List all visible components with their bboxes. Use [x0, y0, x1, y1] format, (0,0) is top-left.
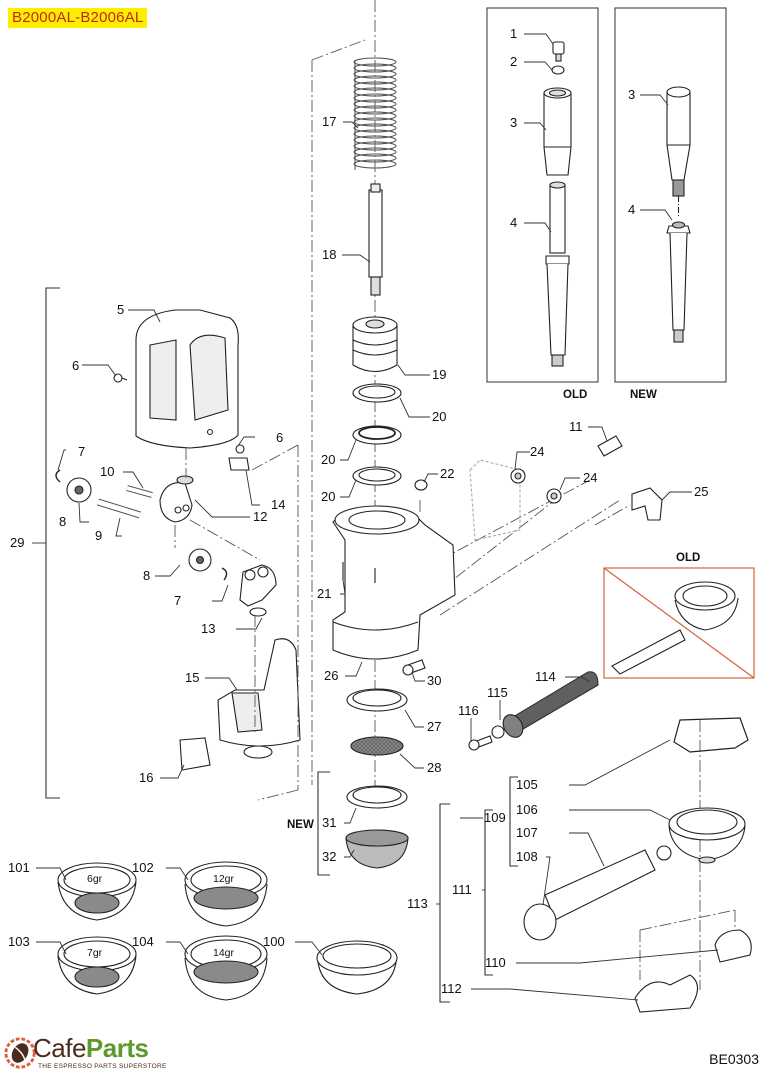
- brand-logo-text: CafeParts: [33, 1033, 149, 1063]
- basket-capacity: 7gr: [87, 947, 103, 959]
- new-lever-label: NEW: [630, 389, 657, 401]
- part-number-label: 24: [583, 470, 597, 485]
- part-number-label: 22: [440, 466, 454, 481]
- old-portafilter-label: OLD: [676, 552, 700, 564]
- brand-tagline: THE ESPRESSO PARTS SUPERSTORE: [38, 1063, 167, 1070]
- part-number-label: 105: [516, 777, 538, 792]
- part-19-piston: [352, 316, 398, 373]
- part-number-label: 9: [95, 528, 102, 543]
- part-number-label: 6: [276, 430, 283, 445]
- part-number-label: 115: [487, 685, 508, 700]
- filter-basket-103: [57, 936, 137, 995]
- part-number-label: 111: [452, 882, 472, 897]
- part-number-label: 27: [427, 719, 441, 734]
- part-number-label: 16: [139, 770, 153, 785]
- part-label: 3: [510, 115, 517, 130]
- new-group-label: NEW: [287, 819, 314, 831]
- part-number-label: 116: [458, 703, 479, 718]
- part-5-cover: [135, 309, 239, 449]
- part-15-base: [217, 638, 301, 759]
- basket-capacity: 12gr: [213, 873, 235, 885]
- part-number-label: 21: [317, 586, 331, 601]
- part-number-label: 8: [143, 568, 150, 583]
- part-number-label: 7: [78, 444, 85, 459]
- part-number-label: 103: [8, 934, 30, 949]
- part-number-label: 102: [132, 860, 154, 875]
- part-number-label: 14: [271, 497, 285, 512]
- part-number-label: 30: [427, 673, 441, 688]
- part-106-portafilter: [668, 807, 746, 864]
- part-label: 4: [510, 215, 517, 230]
- part-number-label: 31: [322, 815, 336, 830]
- part-number-label: 7: [174, 593, 181, 608]
- drawing-code: BE0303: [709, 1051, 759, 1067]
- part-number-label: 106: [516, 802, 538, 817]
- lever-old-panel: [486, 7, 599, 383]
- part-number-label: 101: [8, 860, 30, 875]
- cafeparts-logo-icon: [4, 1037, 36, 1069]
- part-number-label: 109: [484, 810, 506, 825]
- lever-new-panel: [614, 7, 727, 383]
- old-lever-label: OLD: [563, 389, 587, 401]
- part-number-label: 19: [432, 367, 446, 382]
- part-number-label: 26: [324, 668, 338, 683]
- part-number-label: 100: [263, 934, 285, 949]
- part-17-spring: [353, 57, 397, 170]
- old-portafilter-box: [603, 567, 755, 679]
- part-label: 4: [628, 202, 635, 217]
- brand-parts: Parts: [85, 1033, 149, 1063]
- part-number-label: 12: [253, 509, 267, 524]
- part-number-label: 108: [516, 849, 538, 864]
- part-number-label: 32: [322, 849, 336, 864]
- part-number-label: 20: [321, 452, 335, 467]
- part-number-label: 15: [185, 670, 199, 685]
- part-114-sleeve: [502, 671, 599, 738]
- model-range-badge: B2000AL-B2006AL: [8, 8, 148, 28]
- part-number-label: 11: [569, 419, 583, 434]
- part-number-label: 107: [516, 825, 538, 840]
- part-label: 3: [628, 87, 635, 102]
- part-number-label: 29: [10, 535, 24, 550]
- part-number-label: 17: [322, 114, 336, 129]
- part-label: 2: [510, 54, 517, 69]
- filter-basket-101: [57, 862, 137, 921]
- part-number-label: 18: [322, 247, 336, 262]
- part-number-label: 20: [432, 409, 446, 424]
- part-number-label: 25: [694, 484, 708, 499]
- part-number-label: 104: [132, 934, 154, 949]
- part-number-label: 10: [100, 464, 114, 479]
- part-number-label: 112: [441, 981, 462, 996]
- part-number-label: 110: [485, 955, 506, 970]
- filter-basket-102: [184, 861, 268, 927]
- part-number-label: 13: [201, 621, 215, 636]
- part-26-group-body: [332, 505, 456, 660]
- brand-cafe: Cafe: [33, 1033, 86, 1063]
- part-number-label: 20: [321, 489, 335, 504]
- filter-basket-104: [184, 935, 268, 1001]
- part-number-label: 28: [427, 760, 441, 775]
- part-number-label: 6: [72, 358, 79, 373]
- part-number-label: 8: [59, 514, 66, 529]
- part-number-label: 114: [535, 669, 556, 684]
- part-number-label: 24: [530, 444, 544, 459]
- part-number-label: 5: [117, 302, 124, 317]
- filter-basket-100: [316, 940, 398, 995]
- basket-capacity: 6gr: [87, 873, 103, 885]
- basket-capacity: 14gr: [213, 947, 235, 959]
- part-number-label: 113: [407, 896, 428, 911]
- part-labels: 1 2 3 4 3 4 OLD NEW OLD NEW 5 6 6 7 7 8 …: [8, 26, 708, 996]
- part-label: 1: [510, 26, 517, 41]
